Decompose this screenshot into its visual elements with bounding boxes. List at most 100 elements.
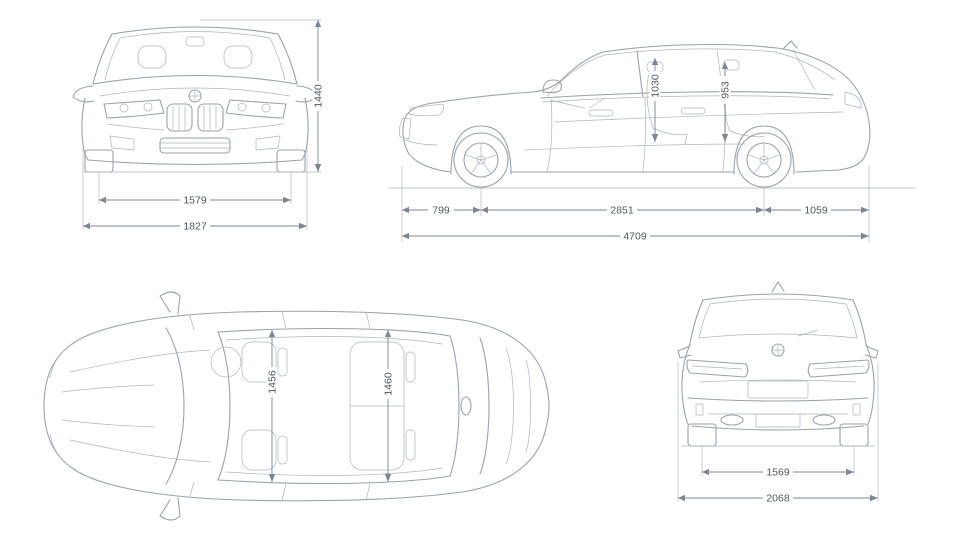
exhaust-right [812,414,836,426]
seat-left [137,45,167,69]
dim-rear-overhang: 1059 [764,204,869,217]
mirror-right-rear [864,345,879,359]
headrest-rear-right [405,429,416,461]
rear-view: 1569 2068 [677,281,879,505]
tail-edges [505,347,531,465]
hood-crease [99,87,291,97]
kidney-grille-side [399,117,412,140]
dim-width-incl-mirrors: 2068 [677,362,879,505]
door-seam-mid [642,97,646,172]
kidney-grille [166,103,224,132]
top-view: 1456 1460 [43,291,550,521]
license-plate-recess [747,380,809,399]
dim-extension-lines [401,166,870,242]
side-intake-left [109,135,135,151]
seat-right [223,45,253,69]
reflector-left [695,403,704,416]
dim-cabin-width-rear-value: 1460 [383,372,395,396]
body-outline [402,43,871,173]
a-pillar-left [92,33,113,85]
interior-mirror [185,36,205,47]
dim-label-bg [180,194,210,206]
front-intake [404,139,438,146]
dim-front-overhang-value: 799 [432,205,450,217]
exhaust-left [720,414,744,426]
dim-headroom-rear: 953 [719,62,732,142]
bumper-line-left [106,123,165,131]
body-side-left [81,97,89,161]
character-line [554,111,844,123]
roof-line [111,26,279,35]
tailgate-glass-edge [479,337,490,475]
antenna-fin [782,40,798,50]
headrest-rear-left [405,351,416,383]
rear-view-car [677,281,879,447]
b-pillar [636,50,644,98]
dim-overall-width: 1827 [82,146,308,233]
dim-rear-overhang-value: 1059 [804,205,828,217]
dim-width-incl-mirrors-value: 2068 [766,493,790,505]
bumper-bottom [87,159,303,166]
rear-window [698,298,858,339]
seat-driver [241,341,277,383]
diffuser [755,413,801,428]
roof-rails [225,336,443,476]
bumper-line-right [225,123,284,131]
windshield-front-edge [165,327,185,485]
roof-line-rear [702,293,854,301]
dim-overall-length-value: 4709 [623,231,647,243]
antenna-fin-top [460,396,472,416]
dim-track-rear: 1569 [701,446,855,479]
taillight-right [807,359,870,378]
dim-label-bg [180,220,210,232]
dim-height-value: 1440 [313,84,325,108]
side-mirror [542,79,562,94]
antenna-fin-rear [771,281,785,293]
door-handle-rear [680,107,706,115]
wheel-front [453,132,509,188]
dim-wheelbase: 2851 [481,204,764,217]
front-lower [408,153,452,173]
dim-label-bg [428,204,454,216]
dim-wheelbase-value: 2851 [610,205,634,217]
door-seam-front [546,98,553,172]
front-view-car [72,26,318,173]
brand-roundel-rear [771,343,785,357]
side-view: 1030 953 799 2851 1059 [388,40,916,243]
roof-edge-top [217,327,451,337]
cowl-line [92,74,298,85]
steering-wheel-top [210,346,242,378]
dim-label-bg [719,76,731,104]
d-pillar-glass [774,51,836,81]
seat-passenger [241,429,277,471]
dim-label-bg [620,230,650,242]
a-pillar-right [277,33,298,85]
dim-headroom-front-value: 1030 [650,74,662,98]
roof-edge-bottom [217,475,451,485]
front-view: 1579 1827 1440 [72,19,325,233]
pillar-right [852,299,867,345]
dim-label-bg [763,492,793,504]
headrest-driver [277,347,288,377]
beltline [540,91,834,99]
center-intake [159,137,231,154]
door-handle-front [588,109,614,117]
dim-track-front-value: 1579 [183,195,207,207]
mirror-bottom [159,497,181,521]
dim-label-bg [763,466,793,478]
dim-label-bg [382,369,394,399]
taillight-left [686,359,749,378]
dim-height: 1440 [200,19,325,173]
side-intake-right [255,135,281,151]
wheel-arch-front [450,125,512,175]
dim-cabin-width-rear: 1460 [382,330,395,482]
dim-overall-length: 4709 [402,230,869,243]
interior-top [210,341,416,471]
headlight-left [103,99,165,119]
dim-label-bg [607,204,637,216]
rear-wiper [797,329,819,337]
dim-label-bg [649,71,661,101]
window-top [604,48,776,56]
bumper-top-rear [687,397,869,402]
